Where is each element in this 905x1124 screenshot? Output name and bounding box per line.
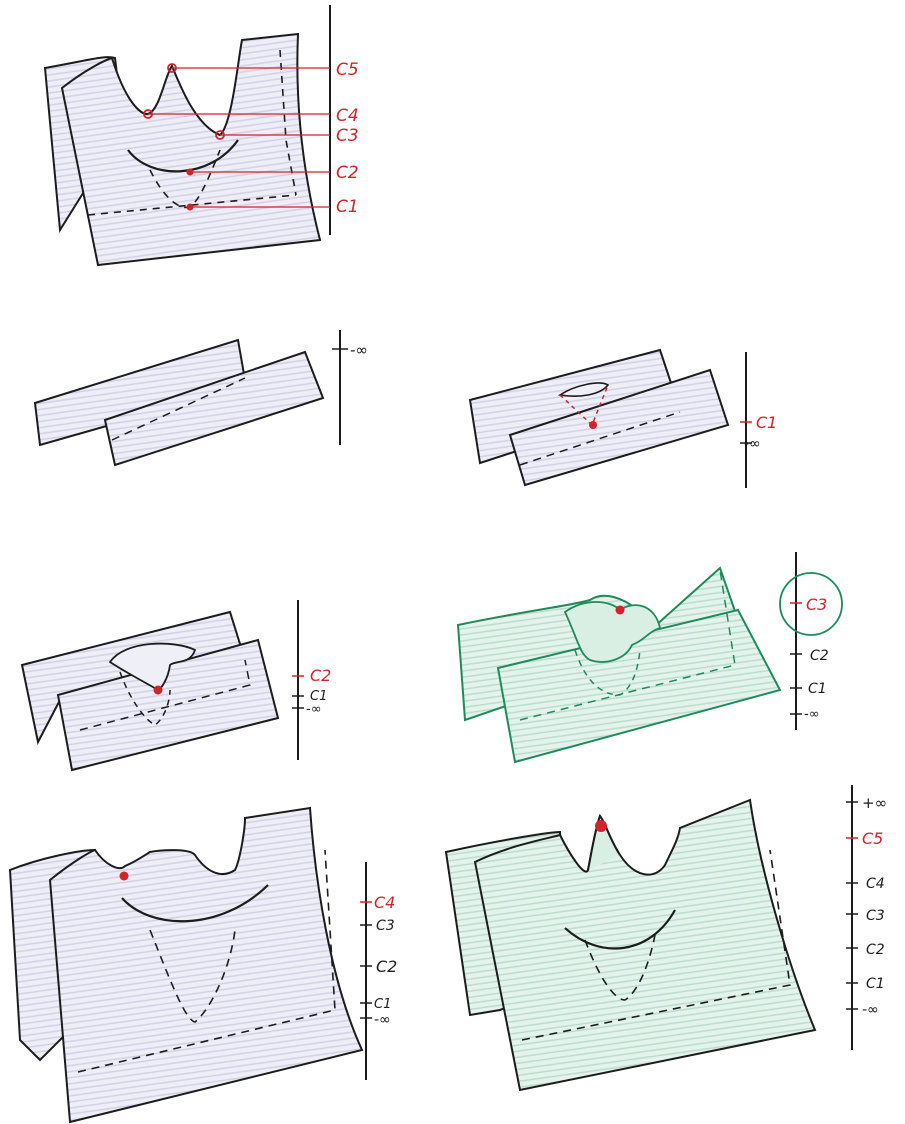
- front-sheet: [50, 808, 362, 1122]
- critical-point-c2: [154, 686, 163, 695]
- ladder-label: -∞: [862, 1002, 879, 1018]
- ladder-label: -∞: [306, 702, 322, 717]
- panel-level-c1: C1 -∞: [470, 350, 777, 488]
- ladder-label: C3: [376, 918, 395, 934]
- ladder-label: C4: [336, 106, 359, 126]
- panel-level-neg-inf: -∞: [35, 330, 368, 465]
- ladder-label: +∞: [862, 794, 887, 812]
- critical-point-c1: [589, 421, 597, 429]
- ladder-label: -∞: [804, 707, 820, 722]
- panel-level-c3: C3 C2 C1 -∞: [458, 552, 842, 762]
- ladder-label: C1: [336, 197, 359, 217]
- ladder-label: C4: [374, 893, 395, 912]
- ladder-label: C1: [866, 976, 885, 992]
- panel-level-c5: +∞ C5 C4 C3 C2 C1 -∞: [446, 785, 887, 1090]
- ladder-label: -∞: [744, 436, 761, 452]
- ladder-label: C3: [336, 126, 359, 146]
- ladder-label: C2: [866, 942, 885, 958]
- panel-full-surface: C5 C4 C3 C2 C1: [45, 5, 359, 265]
- ladder-label: -∞: [350, 341, 368, 359]
- ladder-label: C5: [862, 829, 883, 848]
- critical-point-c4: [120, 872, 129, 881]
- ladder-label: C1: [374, 997, 391, 1012]
- ladder-label: C1: [756, 413, 777, 432]
- ladder-label: C2: [810, 648, 829, 664]
- ladder-label: C3: [806, 595, 827, 614]
- ladder-label: C1: [808, 681, 827, 697]
- ladder-label: C5: [336, 60, 359, 80]
- ladder-label: C4: [866, 876, 885, 892]
- ladder-label: C2: [336, 163, 359, 183]
- panel-level-c2: C2 C1 -∞: [22, 600, 331, 770]
- front-sheet: [475, 800, 815, 1090]
- critical-point-c5: [595, 820, 607, 832]
- ladder-label: C3: [866, 908, 885, 924]
- ladder-label: -∞: [374, 1012, 391, 1028]
- critical-point-c3: [616, 606, 625, 615]
- panel-level-c4: C4 C3 C2 C1 -∞: [10, 808, 397, 1122]
- ladder-label: C2: [310, 666, 331, 685]
- critical-point-c2: [187, 169, 194, 176]
- ladder-label: C2: [376, 957, 397, 976]
- critical-point-c1: [187, 204, 194, 211]
